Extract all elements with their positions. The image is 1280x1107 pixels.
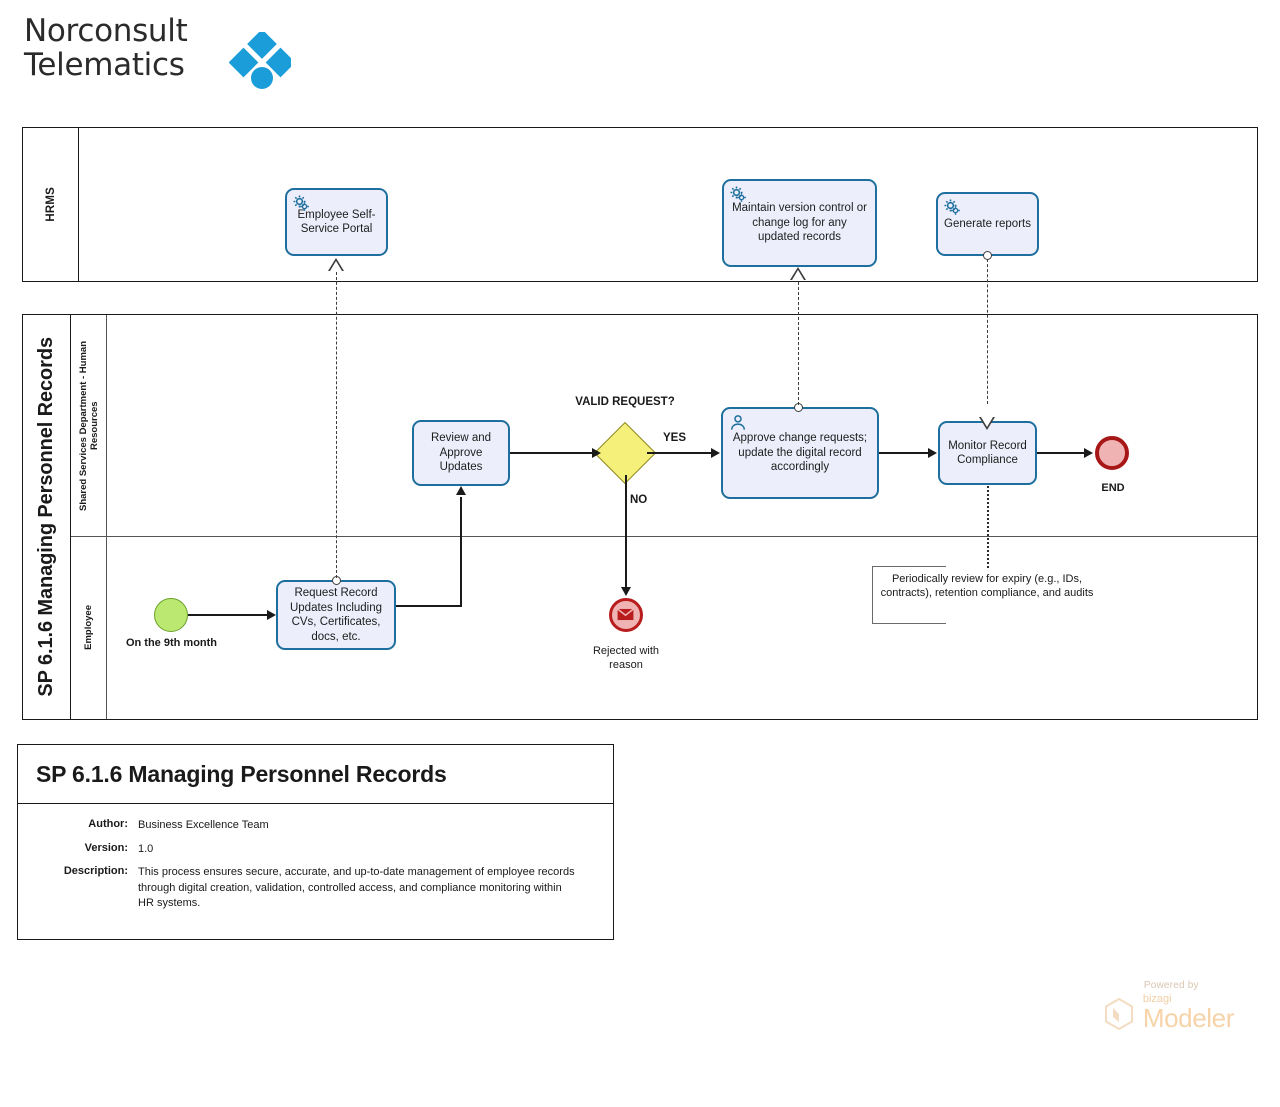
info-key: Version: <box>84 841 128 854</box>
info-card-header: SP 6.1.6 Managing Personnel Records <box>18 745 613 804</box>
bizagi-hexagon-icon <box>1104 997 1133 1031</box>
sequence-flow <box>460 497 462 606</box>
association-line <box>987 486 989 568</box>
info-row-version: Version: 1.0 <box>36 842 595 858</box>
pool-hrms: HRMS <box>22 127 1258 282</box>
task-label: Approve change requests; update the digi… <box>732 432 868 474</box>
sequence-flow <box>647 452 713 454</box>
flow-arrow <box>1084 448 1093 458</box>
task-generate-reports[interactable]: Generate reports <box>936 192 1039 256</box>
task-monitor-record-compliance[interactable]: Monitor Record Compliance <box>938 421 1037 485</box>
gear-icon <box>293 195 309 211</box>
task-approve-change-requests[interactable]: Approve change requests; update the digi… <box>721 407 879 499</box>
message-flow-arrowhead <box>328 258 344 271</box>
sequence-flow <box>510 452 595 454</box>
pool-hrms-label-band: HRMS <box>23 128 79 281</box>
info-value: This process ensures secure, accurate, a… <box>138 866 575 909</box>
task-review-and-approve-updates[interactable]: Review and Approve Updates <box>412 420 510 486</box>
text-annotation-expiry-review: Periodically review for expiry (e.g., ID… <box>872 566 1102 624</box>
event-start-label: On the 9th month <box>125 637 218 649</box>
flow-arrow <box>267 610 276 620</box>
sequence-flow <box>625 475 627 588</box>
info-value: 1.0 <box>138 842 154 855</box>
flow-arrow <box>928 448 937 458</box>
task-maintain-version-control[interactable]: Maintain version control or change log f… <box>722 179 877 267</box>
lane-divider <box>71 536 1257 537</box>
task-label: Employee Self-Service Portal <box>297 208 376 236</box>
message-flow-arrowhead <box>790 267 806 280</box>
sequence-flow <box>1037 452 1087 454</box>
logo-text-line2: Telematics <box>24 47 185 83</box>
info-key: Author: <box>88 818 128 830</box>
task-label: Request Record Updates Including CVs, Ce… <box>289 587 383 643</box>
logo-text-line1: Norconsult <box>24 13 188 49</box>
watermark-brand-small: bizagi <box>1142 993 1172 1005</box>
message-flow <box>798 282 799 405</box>
envelope-icon <box>617 608 634 621</box>
gear-icon <box>944 199 960 215</box>
bizagi-watermark: Powered by bizagi Modeler <box>1102 980 1234 1031</box>
event-end-label: END <box>1101 482 1125 494</box>
watermark-powered-by: Powered by <box>1143 980 1199 991</box>
message-flow-arrowhead <box>979 417 995 430</box>
task-employee-self-service-portal[interactable]: Employee Self-Service Portal <box>285 188 388 256</box>
info-card-body: Author: Business Excellence Team Version… <box>18 804 613 938</box>
pool-managing-personnel-records: SP 6.1.6 Managing Personnel Records Shar… <box>22 314 1258 720</box>
pool-main-label-band: SP 6.1.6 Managing Personnel Records <box>23 315 71 719</box>
info-row-author: Author: Business Excellence Team <box>36 818 595 834</box>
lane-ssd-hr-label-band: Shared Services Department - Human Resou… <box>71 315 107 536</box>
lane-employee-label: Employee <box>83 605 94 650</box>
pool-main-label: SP 6.1.6 Managing Personnel Records <box>35 337 57 697</box>
sequence-flow <box>188 614 268 616</box>
task-label: Monitor Record Compliance <box>948 439 1027 467</box>
info-key: Description: <box>63 865 128 877</box>
sequence-flow <box>879 452 930 454</box>
flow-label-no: NO <box>630 494 648 506</box>
sequence-flow <box>396 605 462 607</box>
flow-arrow <box>711 448 720 458</box>
gear-icon <box>730 186 746 202</box>
process-info-card: SP 6.1.6 Managing Personnel Records Auth… <box>17 744 614 940</box>
flow-arrow <box>621 587 631 596</box>
event-start-9th-month[interactable] <box>154 598 188 632</box>
annotation-text: Periodically review for expiry (e.g., ID… <box>880 573 1094 599</box>
info-card-title: SP 6.1.6 Managing Personnel Records <box>36 761 447 787</box>
task-request-record-updates[interactable]: Request Record Updates Including CVs, Ce… <box>276 580 396 650</box>
flow-arrow <box>592 448 601 458</box>
norconsult-diamond-mark-icon <box>229 32 291 89</box>
flow-label-yes: YES <box>663 432 687 444</box>
lane-employee-label-band: Employee <box>71 536 107 719</box>
event-end-rejected[interactable] <box>609 598 643 632</box>
message-flow <box>987 259 988 404</box>
flow-arrow <box>456 486 466 495</box>
watermark-brand-large: Modeler <box>1142 1003 1235 1033</box>
norconsult-telematics-logo: Norconsult Telematics <box>24 13 291 98</box>
task-label: Review and Approve Updates <box>430 432 492 474</box>
annotation-bracket <box>872 566 946 624</box>
user-icon <box>731 415 745 430</box>
info-row-description: Description: This process ensures secure… <box>36 865 595 912</box>
gateway-label: VALID REQUEST? <box>575 396 675 408</box>
lane-ssd-hr-label: Shared Services Department - Human Resou… <box>77 340 100 511</box>
message-flow <box>336 272 337 578</box>
event-end[interactable] <box>1095 436 1129 470</box>
task-label: Maintain version control or change log f… <box>732 202 867 244</box>
event-end-rejected-label: Rejected with reason <box>592 645 660 671</box>
task-label: Generate reports <box>944 217 1031 230</box>
info-value: Business Excellence Team <box>138 819 269 831</box>
pool-hrms-label: HRMS <box>44 187 57 222</box>
